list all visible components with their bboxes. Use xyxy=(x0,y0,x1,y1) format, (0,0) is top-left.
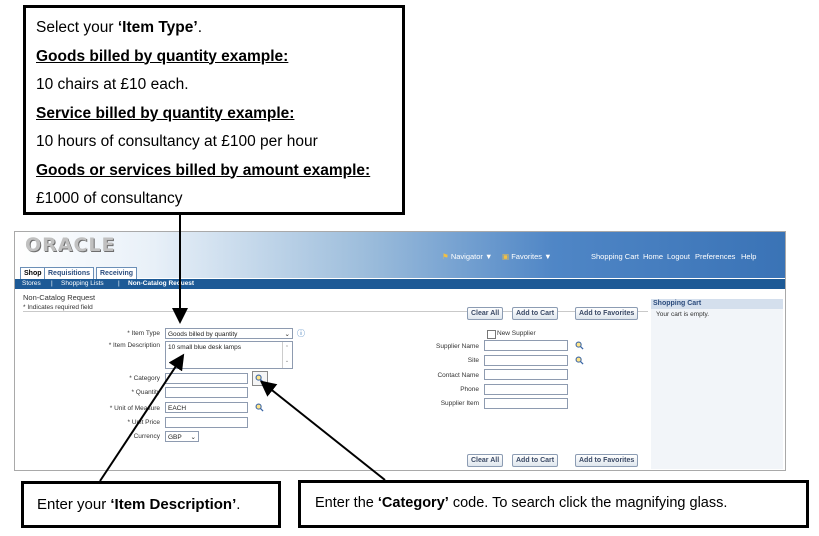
site-label: Site xyxy=(467,357,479,364)
item-type-value: Goods billed by quantity xyxy=(168,331,238,338)
subnav-divider: | xyxy=(118,280,120,287)
title-divider xyxy=(23,311,648,312)
new-supplier-checkbox[interactable] xyxy=(487,330,496,339)
callout-text: Enter your xyxy=(37,496,111,513)
unit-price-label: * Unit Price xyxy=(127,419,160,426)
shopping-cart-link[interactable]: Shopping Cart xyxy=(591,252,639,261)
add-to-cart-button-top[interactable]: Add to Cart xyxy=(512,307,559,320)
sub-navigation: Stores | Shopping Lists | Non-Catalog Re… xyxy=(15,279,785,289)
quantity-field[interactable] xyxy=(165,387,248,398)
quantity-label: * Quantity xyxy=(131,389,160,396)
dropdown-arrow-icon: ⌄ xyxy=(190,434,196,441)
phone-label: Phone xyxy=(460,386,479,393)
callout-text: code. To search click the magnifying gla… xyxy=(448,495,728,511)
clear-all-button-bottom[interactable]: Clear All xyxy=(467,454,504,467)
contact-name-label: Contact Name xyxy=(437,372,479,379)
item-description-label: * Item Description xyxy=(108,342,160,349)
callout-category: Enter the ‘Category’ code. To search cli… xyxy=(298,480,809,528)
callout-text: Enter the xyxy=(315,495,378,511)
service-qty-example: 10 hours of consultancy at £100 per hour xyxy=(36,133,318,150)
goods-qty-heading: Goods billed by quantity example: xyxy=(36,47,289,65)
preferences-link[interactable]: Preferences xyxy=(695,252,736,261)
amount-heading: Goods or services billed by amount examp… xyxy=(36,161,371,179)
shopping-cart-panel: Shopping Cart Your cart is empty. xyxy=(651,299,783,469)
magnifier-icon[interactable] xyxy=(255,403,264,412)
magnifier-icon[interactable] xyxy=(575,341,584,350)
required-note: * Indicates required field xyxy=(23,304,93,311)
amount-example: £1000 of consultancy xyxy=(36,190,183,207)
contact-name-field[interactable] xyxy=(484,369,568,380)
tab-receiving[interactable]: Receiving xyxy=(96,267,138,279)
category-field[interactable] xyxy=(165,373,248,384)
home-link[interactable]: Home xyxy=(643,252,664,261)
subnav-stores[interactable]: Stores xyxy=(22,280,41,287)
callout-bold: ‘Item Type’ xyxy=(117,19,198,36)
favorites-link[interactable]: ▣ Favorites ▼ xyxy=(502,252,552,261)
callout-text: . xyxy=(236,496,241,513)
uom-field[interactable]: EACH xyxy=(165,402,248,413)
item-type-label: * Item Type xyxy=(127,330,160,337)
uom-value: EACH xyxy=(168,405,187,412)
navigator-link[interactable]: ⚑ Navigator ▼ xyxy=(442,252,493,261)
callout-line-select: Select your ‘Item Type’. xyxy=(36,14,392,43)
supplier-item-label: Supplier Item xyxy=(440,400,479,407)
supplier-name-field[interactable] xyxy=(484,340,568,351)
callout-item-description: Enter your ‘Item Description’. xyxy=(21,481,281,528)
unit-price-field[interactable] xyxy=(165,417,248,428)
new-supplier-label: New Supplier xyxy=(497,330,536,337)
uom-label: * Unit of Measure xyxy=(109,405,160,412)
category-label: * Category xyxy=(129,375,160,382)
help-link[interactable]: Help xyxy=(741,252,757,261)
callout-item-type: Select your ‘Item Type’. Goods billed by… xyxy=(23,5,405,215)
add-to-cart-button-bottom[interactable]: Add to Cart xyxy=(512,454,559,467)
logout-link[interactable]: Logout xyxy=(667,252,690,261)
subnav-shopping-lists[interactable]: Shopping Lists xyxy=(61,280,104,287)
add-to-favorites-button-top[interactable]: Add to Favorites xyxy=(575,307,639,320)
arrow-to-item-description xyxy=(99,353,185,482)
callout-bold: ‘Item Description’ xyxy=(110,496,237,513)
magnifier-icon[interactable] xyxy=(575,356,584,365)
favorites-icon: ▣ xyxy=(502,252,510,261)
arrow-to-category xyxy=(259,380,386,481)
service-qty-heading: Service billed by quantity example: xyxy=(36,104,295,122)
supplier-name-label: Supplier Name xyxy=(436,343,479,350)
navigator-label: Navigator xyxy=(450,252,483,261)
cart-empty-text: Your cart is empty. xyxy=(656,311,710,318)
currency-label: * Currency xyxy=(129,433,160,440)
currency-value: GBP xyxy=(168,434,182,441)
tab-requisitions[interactable]: Requisitions xyxy=(44,267,95,279)
page-title: Non-Catalog Request xyxy=(23,293,96,302)
item-description-value: 10 small blue desk lamps xyxy=(168,344,241,351)
clear-all-button-top[interactable]: Clear All xyxy=(467,307,504,320)
subnav-divider: | xyxy=(51,280,53,287)
textarea-scrollbar[interactable]: ⌃⌄ xyxy=(282,342,291,368)
site-field[interactable] xyxy=(484,355,568,366)
oracle-logo: ORACLE xyxy=(25,234,116,256)
item-type-select[interactable]: Goods billed by quantity ⌄ xyxy=(165,328,293,339)
goods-qty-example: 10 chairs at £10 each. xyxy=(36,76,189,93)
app-header: ORACLE ⚑ Navigator ▼ ▣ Favorites ▼ Shopp… xyxy=(15,232,785,279)
subnav-non-catalog[interactable]: Non-Catalog Request xyxy=(128,280,195,287)
callout-text: . xyxy=(197,19,202,36)
currency-select[interactable]: GBP ⌄ xyxy=(165,431,199,442)
supplier-item-field[interactable] xyxy=(484,398,568,409)
item-description-textarea[interactable]: 10 small blue desk lamps ⌃⌄ xyxy=(165,341,293,369)
dropdown-arrow-icon: ⌄ xyxy=(284,331,290,338)
callout-text: Select your xyxy=(36,19,118,36)
callout-bold: ‘Category’ xyxy=(377,495,449,511)
add-to-favorites-button-bottom[interactable]: Add to Favorites xyxy=(575,454,639,467)
favorites-label: Favorites xyxy=(511,252,543,261)
oracle-app-window: ORACLE ⚑ Navigator ▼ ▣ Favorites ▼ Shopp… xyxy=(14,231,786,471)
navigator-icon: ⚑ xyxy=(442,252,449,261)
shopping-cart-title: Shopping Cart xyxy=(651,299,783,309)
phone-field[interactable] xyxy=(484,384,568,395)
info-icon[interactable]: ⓘ xyxy=(297,329,305,338)
